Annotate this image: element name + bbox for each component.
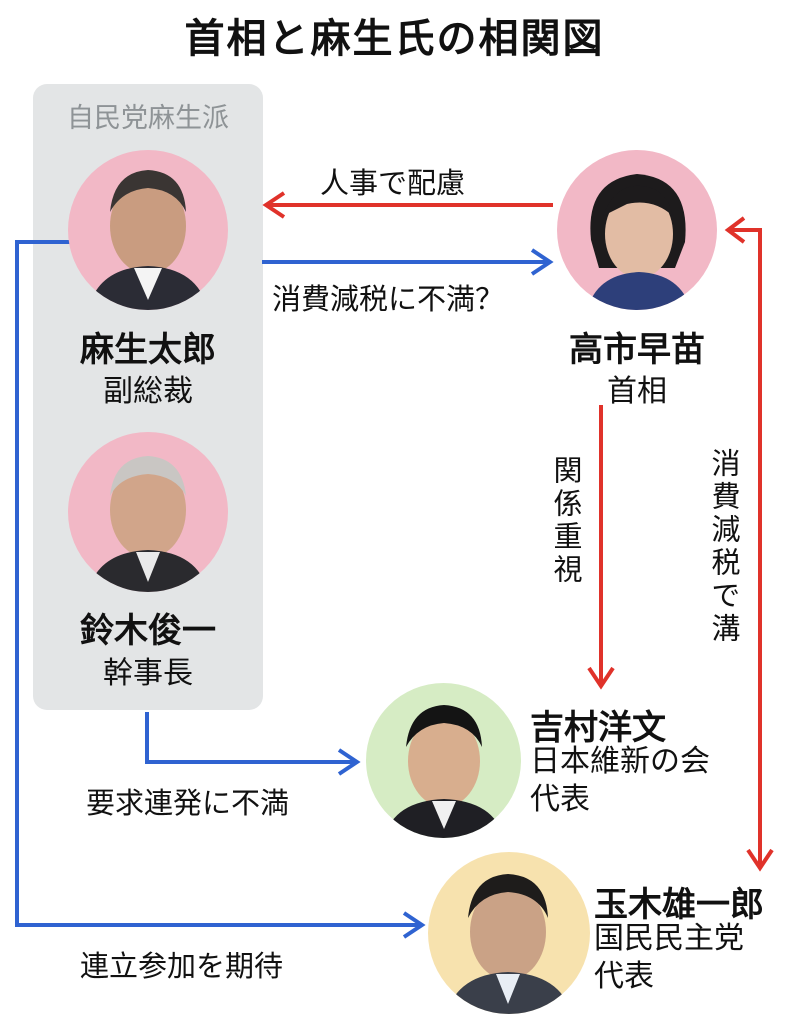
label-aso-to-takaichi: 消費減税に不満？	[272, 282, 505, 316]
arrow-takaichi-tamaki	[724, 216, 774, 872]
label-takaichi-to-aso: 人事で配慮	[320, 166, 466, 200]
yoshimura-role-line2: 代表	[530, 782, 590, 817]
aso-role: 副総裁	[103, 374, 193, 409]
tamaki-role-line1: 国民民主党	[594, 921, 744, 956]
label-aso-to-tamaki: 連立参加を期待	[80, 949, 284, 983]
yoshimura-name: 吉村洋文	[530, 708, 666, 748]
arrow-aso-to-takaichi	[262, 248, 554, 276]
tamaki-name: 玉木雄一郎	[594, 885, 764, 925]
diagram-title: 首相と麻生氏の相関図	[184, 16, 605, 62]
yoshimura-portrait	[366, 683, 521, 838]
takaichi-role: 首相	[607, 374, 667, 409]
label-faction-to-yoshimura: 要求連発に不満	[86, 786, 290, 820]
aso-name: 麻生太郎	[80, 330, 216, 370]
tamaki-portrait	[428, 852, 590, 1014]
yoshimura-role-line1: 日本維新の会	[530, 744, 710, 779]
arrow-aso-to-tamaki	[15, 240, 426, 939]
suzuki-name: 鈴木俊一	[80, 611, 216, 651]
arrow-takaichi-to-yoshimura	[587, 405, 615, 690]
faction-label: 自民党麻生派	[67, 103, 229, 134]
label-takaichi-to-yoshimura: 関係重視	[549, 455, 583, 587]
takaichi-portrait	[557, 150, 717, 310]
aso-portrait	[68, 150, 228, 310]
label-takaichi-tamaki: 消費減税で溝	[707, 448, 741, 646]
suzuki-role: 幹事長	[103, 656, 193, 691]
arrow-takaichi-to-aso	[262, 191, 553, 219]
suzuki-portrait	[68, 432, 228, 592]
takaichi-name: 高市早苗	[569, 330, 705, 370]
arrow-faction-to-yoshimura	[145, 712, 361, 776]
tamaki-role-line2: 代表	[594, 959, 654, 994]
